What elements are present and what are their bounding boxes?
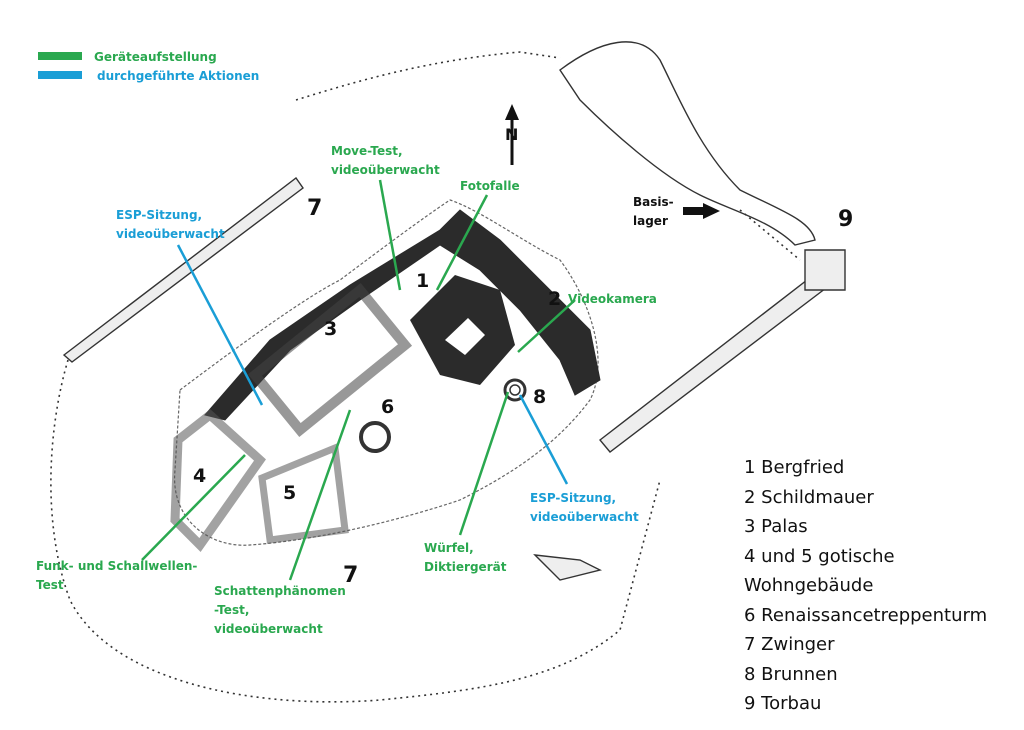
key-item-wohngebaeude: Wohngebäude	[744, 575, 874, 596]
annotation-funk-schallwellen: Funk- und Schallwellen- Test	[36, 559, 198, 592]
brunnen-well-inner	[509, 384, 521, 396]
zwinger-wall-left	[62, 177, 304, 363]
key-item-zwinger: 7 Zwinger	[744, 634, 835, 655]
annotation-esp-sitzung-1: ESP-Sitzung, videoüberwacht	[116, 208, 225, 241]
schildmauer-wall	[204, 209, 601, 421]
map-number-6: 6	[381, 396, 395, 418]
map-number-9: 9	[838, 207, 854, 232]
building-key-list: 1 Bergfried 2 Schildmauer 3 Palas 4 und …	[744, 453, 987, 719]
legend-swatch-actions	[38, 71, 82, 79]
north-arrow	[505, 104, 519, 165]
basislager-arrow-icon	[683, 203, 720, 219]
leader-lines	[141, 179, 576, 581]
key-item-bergfried: 1 Bergfried	[744, 457, 845, 478]
legend-label-actions: durchgeführte Aktionen	[97, 69, 260, 83]
leader-funk	[141, 454, 246, 561]
key-item-treppenturm: 6 Renaissancetreppenturm	[744, 604, 988, 626]
outer-enclosure-dotted	[50, 51, 801, 703]
map-number-1: 1	[416, 270, 430, 292]
annotation-videokamera: Videokamera	[568, 292, 657, 306]
map-number-3: 3	[324, 318, 338, 340]
leader-wuerfel	[458, 391, 510, 536]
leader-esp-1	[176, 244, 264, 406]
annotation-basislager: Basis- lager	[633, 195, 674, 228]
brunnen-well	[503, 378, 527, 402]
key-item-palas: 3 Palas	[744, 516, 808, 537]
wohngebaeude-4	[170, 409, 266, 552]
leader-fotofalle	[435, 194, 489, 291]
legend-label-equipment: Geräteaufstellung	[94, 50, 217, 64]
map-number-8: 8	[533, 386, 547, 408]
map-number-7-north: 7	[307, 196, 323, 221]
leader-videokamera	[517, 299, 576, 353]
wohngebaeude-5	[258, 443, 349, 544]
palas-building	[247, 282, 413, 438]
leader-esp-2	[518, 394, 569, 485]
legend-swatch-equipment	[38, 52, 82, 60]
annotation-schattenphaenomen: Schattenphänomen -Test, videoüberwacht	[214, 584, 346, 636]
treppenturm-tower	[359, 421, 391, 453]
bergfried-inner	[445, 318, 485, 355]
map-number-2: 2	[548, 288, 562, 310]
zwinger-wall-bottom	[533, 554, 603, 581]
key-item-gotische: 4 und 5 gotische	[744, 545, 895, 567]
annotation-move-test: Move-Test, videoüberwacht	[331, 144, 440, 177]
zwinger-wall-right	[598, 249, 846, 453]
key-item-brunnen: 8 Brunnen	[744, 663, 838, 685]
rock-upper-right	[559, 41, 816, 246]
annotation-fotofalle: Fotofalle	[460, 179, 520, 193]
key-item-torbau: 9 Torbau	[744, 693, 822, 714]
leader-schatten	[288, 409, 352, 581]
leader-move-test	[378, 179, 402, 291]
annotation-esp-sitzung-2: ESP-Sitzung, videoüberwacht	[530, 491, 639, 524]
north-arrow-letter: N	[505, 125, 519, 144]
key-item-schildmauer: 2 Schildmauer	[744, 486, 874, 508]
map-number-5: 5	[283, 482, 297, 504]
annotation-wuerfel: Würfel, Diktiergerät	[424, 541, 507, 574]
map-number-7-south: 7	[343, 563, 359, 588]
map-number-4: 4	[193, 465, 207, 487]
